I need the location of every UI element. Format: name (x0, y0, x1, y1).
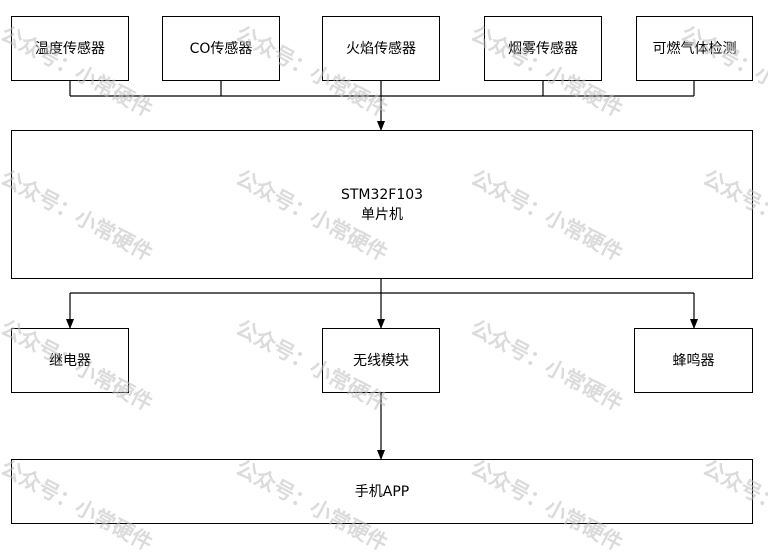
flame-sensor-label: 火焰传感器 (346, 40, 416, 57)
smoke-sensor-label: 烟雾传感器 (508, 40, 578, 57)
buzzer-box: 蜂鸣器 (634, 328, 753, 393)
temperature-sensor-box: 温度传感器 (11, 16, 129, 81)
flame-sensor-box: 火焰传感器 (322, 16, 440, 81)
connector-lines (66, 81, 698, 460)
co-sensor-box: CO传感器 (162, 16, 280, 81)
phone-app-box: 手机APP (11, 459, 753, 524)
smoke-sensor-box: 烟雾传感器 (484, 16, 602, 81)
buzzer-label: 蜂鸣器 (672, 352, 715, 369)
combustible-gas-box: 可燃气体检测 (636, 16, 753, 81)
temperature-sensor-label: 温度传感器 (35, 40, 105, 57)
phone-app-label: 手机APP (354, 483, 410, 500)
relay-box: 继电器 (11, 328, 129, 393)
combustible-gas-label: 可燃气体检测 (652, 40, 737, 57)
mcu-model-label: STM32F103 (340, 186, 424, 203)
co-sensor-label: CO传感器 (189, 40, 253, 57)
wireless-module-box: 无线模块 (322, 328, 440, 393)
mcu-box: STM32F103 单片机 (11, 130, 753, 279)
wireless-module-label: 无线模块 (353, 352, 409, 369)
relay-label: 继电器 (49, 352, 91, 369)
mcu-type-label: 单片机 (361, 206, 403, 223)
